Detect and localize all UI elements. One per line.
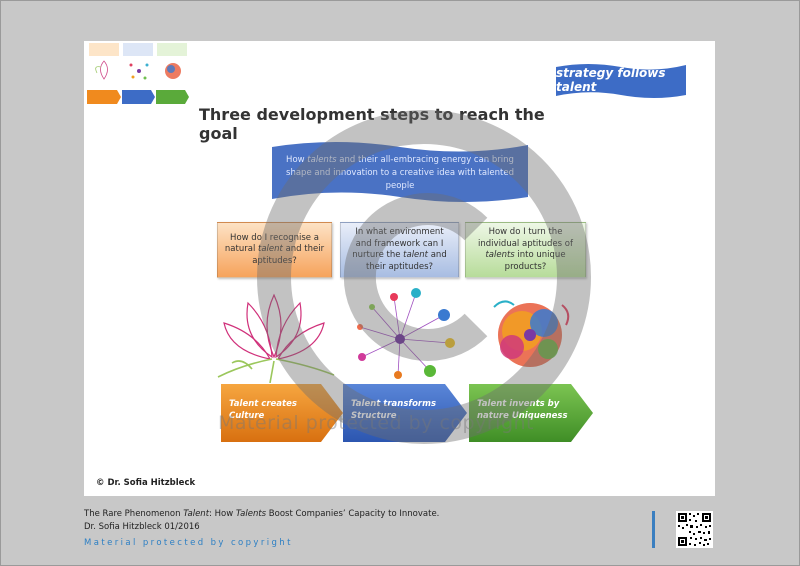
footer-title-emphasis: Talents	[235, 509, 267, 519]
arrow-uniqueness-label: Talent invents by nature Uniqueness	[477, 399, 568, 421]
question-emphasis: talents	[485, 250, 515, 260]
question-text: into unique products?	[504, 250, 566, 272]
arrow-structure-label: Talent transforms Structure	[351, 399, 437, 421]
question-box-nurture: In what environment and framework can I …	[340, 222, 459, 278]
footer-title-emphasis: Talent	[183, 509, 210, 519]
slide-title: Three development steps to reach the goa…	[199, 105, 545, 143]
strategy-badge-text: strategy follows talent	[556, 66, 666, 94]
footer: The Rare Phenomenon Talent: How Talents …	[84, 508, 439, 550]
footer-divider	[652, 511, 655, 548]
question-text: and their aptitudes?	[365, 250, 447, 272]
network-image	[357, 288, 455, 379]
paper-flower-image	[493, 300, 570, 367]
banner-text-end: and their all-embracing energy can bring…	[286, 154, 514, 191]
footer-title-text: : How	[209, 509, 236, 519]
arrow-structure: Talent transforms Structure	[343, 384, 467, 442]
arrow-culture: Talent creates Culture	[221, 384, 343, 442]
question-emphasis: talent	[403, 250, 429, 260]
slide-copyright: © Dr. Sofia Hitzbleck	[96, 478, 196, 488]
footer-title-text: The Rare Phenomenon	[84, 509, 184, 519]
question-text: How do I turn the individual aptitudes o…	[478, 227, 573, 249]
question-emphasis: talent	[258, 244, 283, 255]
banner-text-emphasis: talents	[307, 154, 337, 165]
slide: strategy follows talent Three developmen…	[84, 41, 715, 496]
arrow-culture-label: Talent creates Culture	[229, 399, 297, 421]
question-text: In what environment and framework can I …	[352, 227, 444, 260]
watermark-text: Material protected by copyright	[218, 412, 534, 434]
question-box-recognise: How do I recognise a natural talent and …	[217, 222, 332, 278]
footer-protected: Material protected by copyright	[84, 538, 293, 548]
lotus-image	[217, 293, 335, 383]
question-text: How do I recognise a natural	[224, 232, 319, 255]
qr-code-icon[interactable]	[676, 511, 713, 548]
footer-title-text: Boost Companies’ Capacity to Innovate.	[266, 509, 440, 519]
slide-thumbnail	[87, 43, 191, 105]
intro-banner-text: How talents and their all-embracing ener…	[284, 153, 516, 193]
footer-title: The Rare Phenomenon Talent: How Talents …	[84, 508, 439, 521]
question-text: and their aptitudes?	[252, 244, 325, 266]
banner-text-start: How	[286, 154, 308, 165]
intro-banner: How talents and their all-embracing ener…	[270, 139, 530, 205]
question-box-turn: How do I turn the individual aptitudes o…	[465, 222, 586, 278]
arrow-uniqueness: Talent invents by nature Uniqueness	[469, 384, 593, 442]
strategy-badge: strategy follows talent	[556, 61, 686, 99]
footer-author: Dr. Sofia Hitzbleck 01/2016	[84, 522, 200, 532]
